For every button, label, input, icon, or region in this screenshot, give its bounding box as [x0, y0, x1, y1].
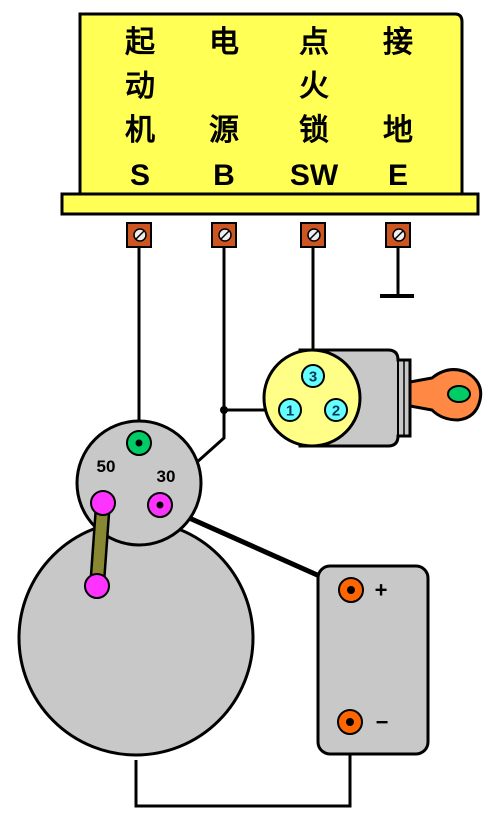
relay-base [60, 192, 480, 216]
switch-contact-1-label: 1 [286, 403, 294, 420]
battery-positive-sign: + [375, 578, 388, 603]
starter-terminal-50-label: 50 [97, 457, 116, 476]
starter-terminal-30-label: 30 [157, 467, 176, 486]
starter-terminal-30-dot [156, 501, 164, 509]
battery-body [316, 564, 430, 756]
relay-terminal-sw [300, 222, 326, 248]
relay-code-sw: SW [290, 159, 339, 192]
relay-label-power-2: 源 [209, 113, 239, 148]
relay-label-ignition-2: 火 [299, 69, 329, 104]
switch-contact-2 [324, 398, 348, 422]
starter-motor-body [17, 519, 255, 757]
wire-junction [220, 406, 228, 414]
battery-terminal-negative-dot [346, 718, 354, 726]
relay: 起 动 机 S 电 源 B 点 火 锁 SW 接 地 E [60, 12, 480, 216]
relay-label-ground-1: 接 [383, 25, 413, 60]
key-icon [408, 368, 483, 422]
relay-label-power-1: 电 [209, 25, 239, 60]
switch-contact-2-label: 2 [332, 403, 340, 420]
relay-label-starter-1: 起 [125, 25, 156, 60]
relay-label-ground-2: 地 [383, 113, 413, 148]
relay-code-b: B [213, 159, 235, 192]
starter-motor: 50 30 [17, 419, 255, 757]
relay-terminal-b [211, 222, 237, 248]
relay-terminal-e [385, 222, 411, 248]
wire-starter-to-battery-minus [134, 722, 352, 808]
relay-label-ignition-3: 锁 [299, 113, 329, 148]
relay-code-e: E [388, 159, 408, 192]
relay-body [78, 12, 464, 196]
key-hole [447, 385, 471, 403]
battery-negative-sign: − [376, 710, 389, 735]
relay-code-s: S [130, 159, 150, 192]
switch-contact-1 [278, 398, 302, 422]
battery: + − [316, 564, 430, 756]
battery-terminal-positive-dot [347, 586, 355, 594]
starter-terminal-50-bottom [84, 573, 110, 599]
starter-terminal-50-top [90, 490, 116, 516]
relay-label-starter-3: 机 [125, 113, 155, 148]
switch-contact-3-label: 3 [309, 369, 317, 386]
relay-terminal-s [126, 222, 152, 248]
relay-terminals [126, 222, 411, 248]
relay-label-starter-2: 动 [125, 69, 155, 104]
relay-label-ignition-1: 点 [299, 25, 329, 60]
starter-lever-fill [91, 497, 109, 592]
ignition-switch: 3 1 2 [262, 348, 483, 448]
starter-terminal-s-dot [135, 439, 143, 447]
switch-contact-3 [301, 364, 325, 388]
